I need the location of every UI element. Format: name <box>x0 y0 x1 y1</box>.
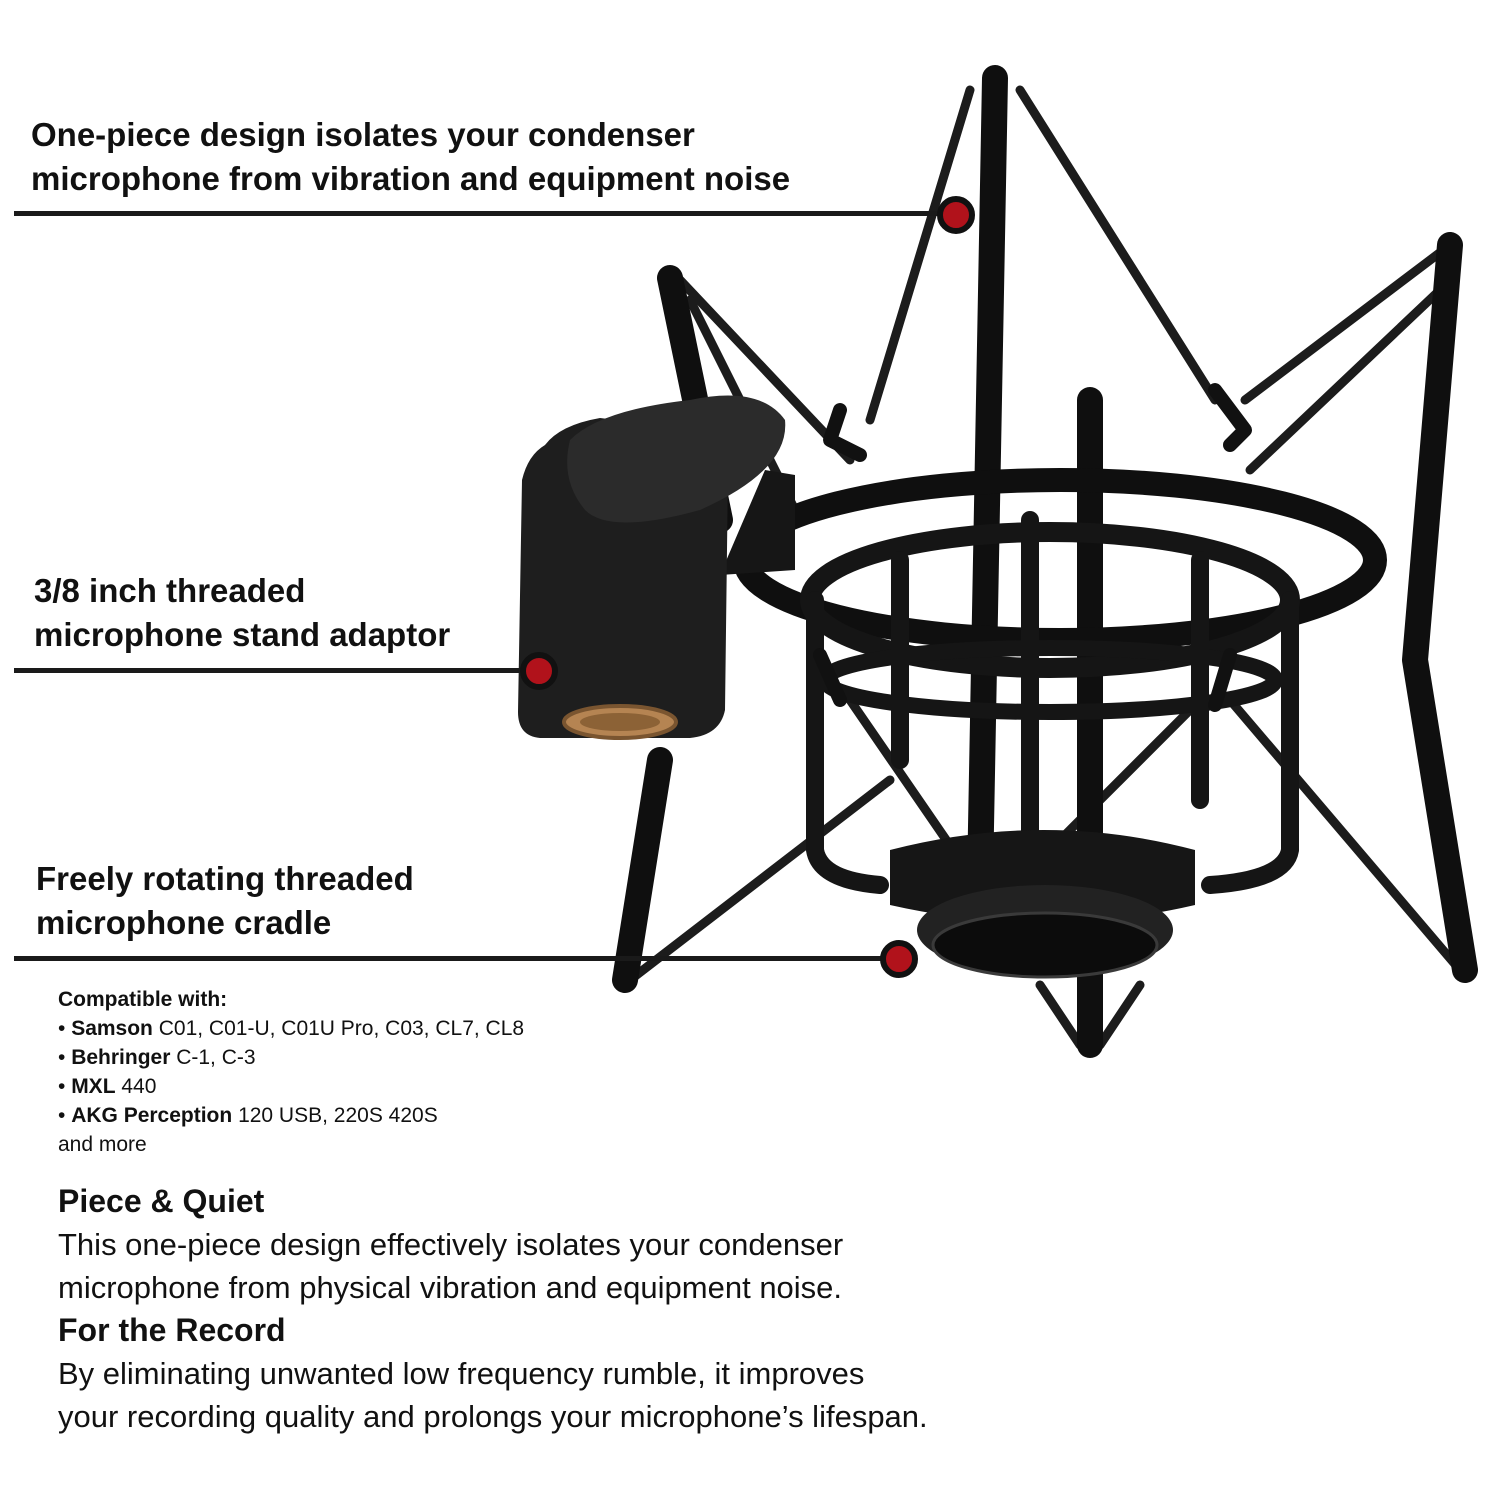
feature-descriptions: Piece & Quiet This one-piece design effe… <box>58 1180 1058 1438</box>
brand-name: MXL <box>71 1075 116 1098</box>
feature-body-line: microphone from physical vibration and e… <box>58 1270 843 1305</box>
compatibility-heading: Compatible with: <box>58 988 228 1011</box>
callout-isolation-line2: microphone from vibration and equipment … <box>31 160 791 197</box>
callout-adaptor-leader <box>14 668 524 673</box>
model-list: C01, C01-U, C01U Pro, C03, CL7, CL8 <box>158 1017 525 1040</box>
compatibility-list: Compatible with: • Samson C01, C01-U, C0… <box>58 985 524 1159</box>
brand-name: Behringer <box>71 1046 171 1069</box>
compatibility-more: and more <box>58 1133 147 1156</box>
feature-body-line: your recording quality and prolongs your… <box>58 1399 928 1434</box>
feature-body-line: By eliminating unwanted low frequency ru… <box>58 1356 865 1391</box>
model-list: 440 <box>121 1075 157 1098</box>
feature-body: By eliminating unwanted low frequency ru… <box>58 1352 1058 1438</box>
callout-isolation-dot <box>937 196 975 234</box>
callout-adaptor-line2: microphone stand adaptor <box>34 616 451 653</box>
callout-cradle-line2: microphone cradle <box>36 904 332 941</box>
model-list: C-1, C-3 <box>176 1046 256 1069</box>
callout-adaptor-text: 3/8 inch threaded microphone stand adapt… <box>34 569 450 657</box>
callout-cradle-text: Freely rotating threaded microphone crad… <box>36 857 414 945</box>
callout-adaptor-line1: 3/8 inch threaded <box>34 572 306 609</box>
callout-cradle-dot <box>880 940 918 978</box>
callout-cradle-leader <box>14 956 884 961</box>
brand-name: AKG Perception <box>71 1104 233 1127</box>
callout-isolation-text: One-piece design isolates your condenser… <box>31 113 790 201</box>
callout-adaptor-dot <box>520 652 558 690</box>
compatibility-item: • Behringer C-1, C-3 <box>58 1046 256 1069</box>
callout-isolation-line1: One-piece design isolates your condenser <box>31 116 695 153</box>
callout-isolation-leader <box>14 211 944 216</box>
feature-title: For the Record <box>58 1312 286 1348</box>
callout-cradle-line1: Freely rotating threaded <box>36 860 414 897</box>
brand-name: Samson <box>71 1017 153 1040</box>
model-list: 120 USB, 220S 420S <box>238 1104 438 1127</box>
compatibility-item: • AKG Perception 120 USB, 220S 420S <box>58 1104 438 1127</box>
feature-body: This one-piece design effectively isolat… <box>58 1223 1058 1309</box>
feature-title: Piece & Quiet <box>58 1183 265 1219</box>
compatibility-item: • MXL 440 <box>58 1075 157 1098</box>
compatibility-item: • Samson C01, C01-U, C01U Pro, C03, CL7,… <box>58 1017 525 1040</box>
feature-body-line: This one-piece design effectively isolat… <box>58 1227 844 1262</box>
